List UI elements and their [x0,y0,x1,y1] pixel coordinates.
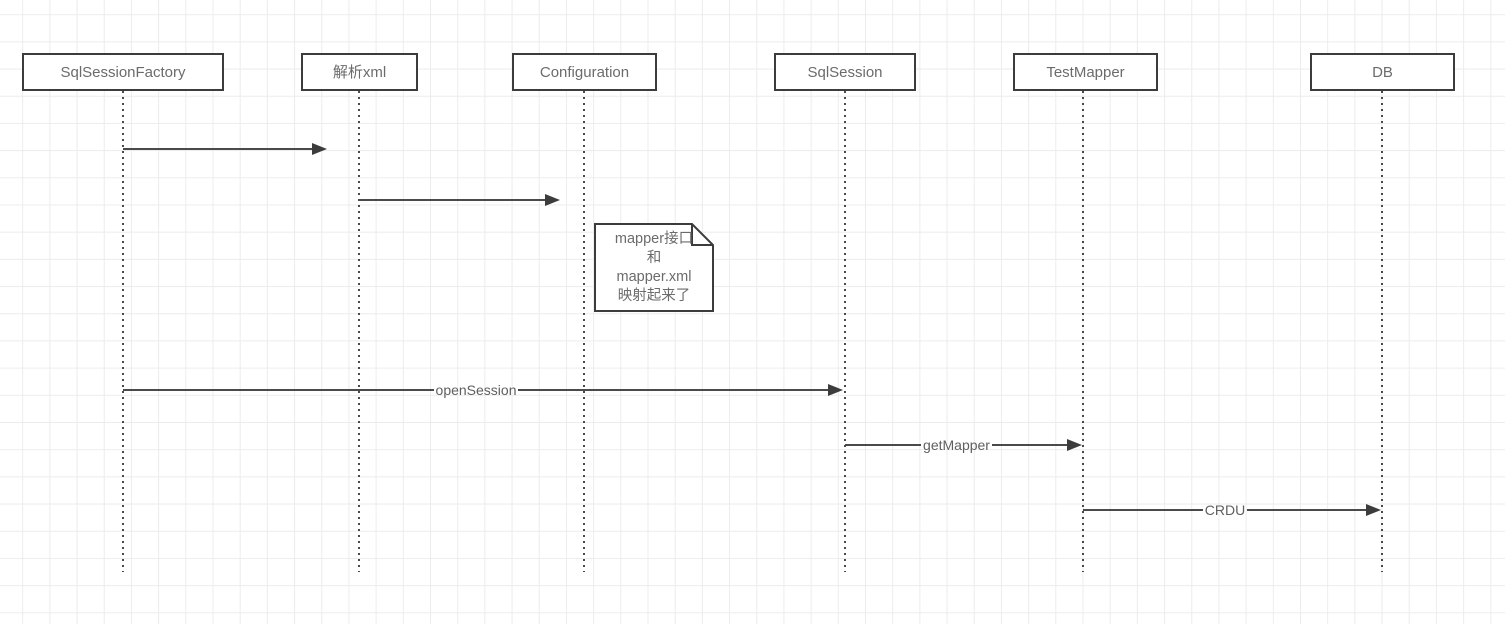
message-label: getMapper [923,437,990,453]
lifeline-db[interactable] [1381,91,1383,572]
message-line [1247,509,1368,511]
note-shape [594,223,714,312]
participant-box-sqlsession[interactable]: SqlSession [774,53,916,91]
participant-label: TestMapper [1046,63,1125,81]
message-line [359,199,546,201]
arrowhead-icon [1366,504,1382,516]
note-text-line: 和 [646,249,662,266]
participant-label: SqlSessionFactory [60,63,186,81]
participant-box-parse-xml[interactable]: 解析xml [301,53,418,91]
message-line [845,444,922,446]
arrowhead-icon [312,143,327,155]
arrowhead-icon [1067,439,1082,451]
participant-label: 解析xml [332,63,387,81]
participant-label: Configuration [539,63,630,81]
message-label: openSession [435,382,517,398]
lifeline-sqlsession[interactable] [844,91,846,572]
lifeline-sqlsessionfactory[interactable] [122,91,124,572]
message-line [991,444,1068,446]
note-text-line: mapper.xml [616,268,692,285]
lifeline-configuration[interactable] [583,91,585,572]
participant-label: SqlSession [807,63,883,81]
message-m1[interactable] [123,139,327,159]
lifeline-testmapper[interactable] [1082,91,1084,572]
message-line [1083,509,1203,511]
participant-box-configuration[interactable]: Configuration [512,53,657,91]
message-line [123,389,434,391]
note-text-line: mapper接口 [614,230,694,247]
note-text-line: 映射起来了 [617,287,691,304]
message-m3[interactable]: openSession [123,380,844,400]
arrowhead-icon [545,194,560,206]
message-m4[interactable]: getMapper [845,435,1082,455]
participant-label: DB [1372,63,1393,81]
message-m5[interactable]: CRDU [1083,500,1382,520]
lifeline-parse-xml[interactable] [358,91,360,572]
participant-box-db[interactable]: DB [1310,53,1455,91]
message-line [123,148,313,150]
arrowhead-icon [828,384,844,396]
message-line [518,389,830,391]
message-label: CRDU [1204,502,1246,518]
message-m2[interactable] [359,190,560,210]
participant-box-testmapper[interactable]: TestMapper [1013,53,1158,91]
note-note-mapper-binding[interactable]: mapper接口和 mapper.xml 映射起来了 [594,223,714,312]
participant-box-sqlsessionfactory[interactable]: SqlSessionFactory [22,53,224,91]
note-text: mapper接口和 mapper.xml 映射起来了 [594,223,714,312]
